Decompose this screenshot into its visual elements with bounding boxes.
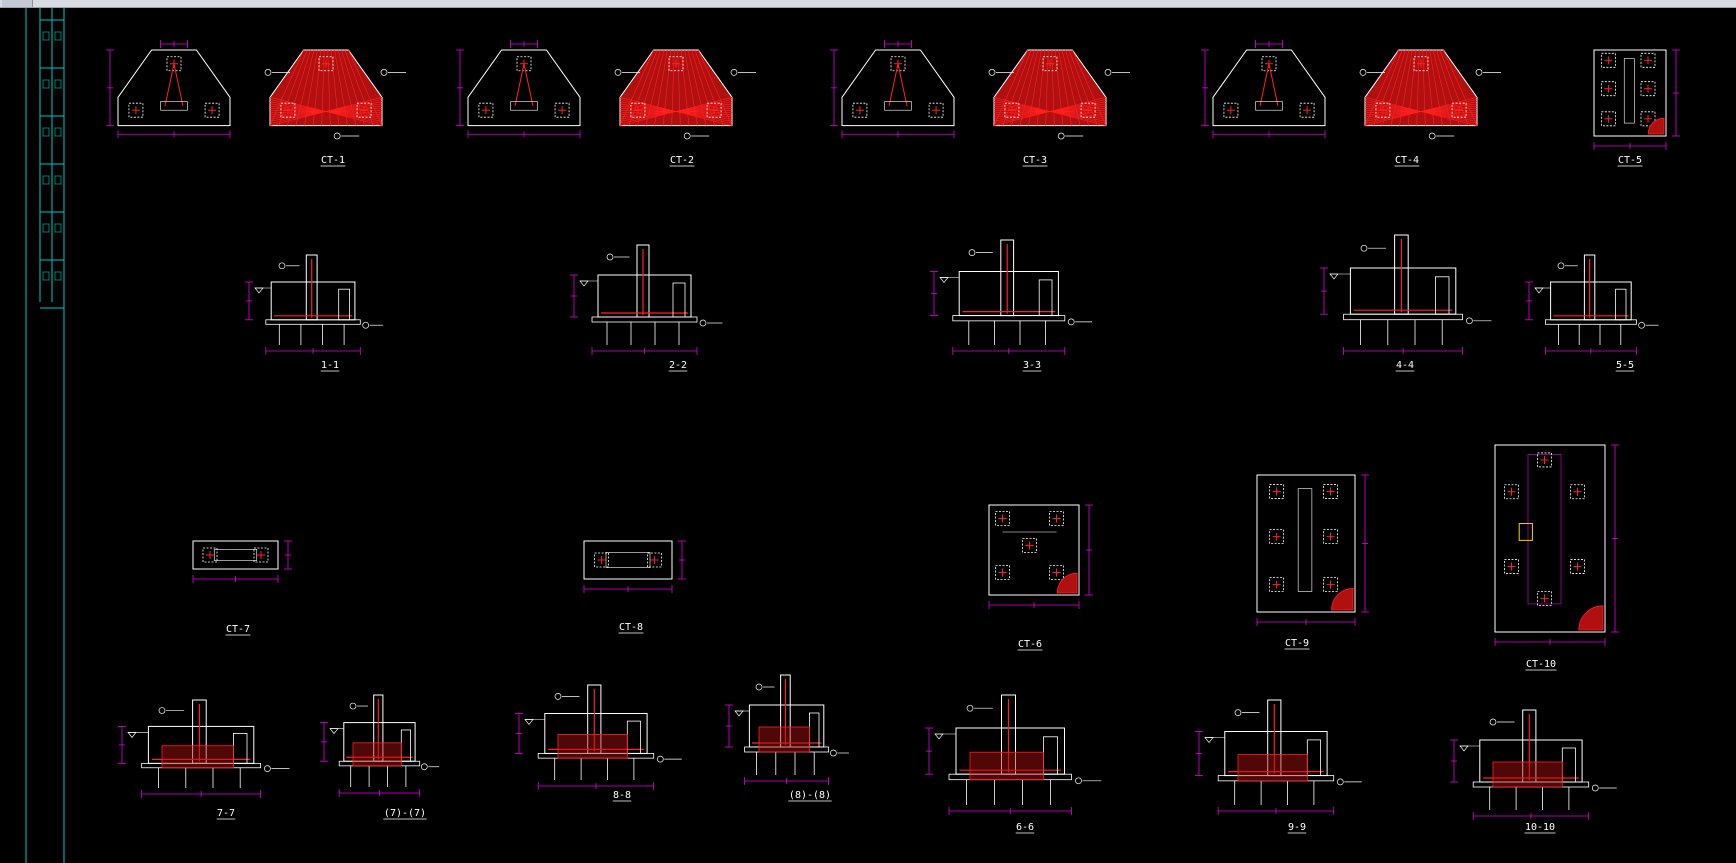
- view-label: CT-2: [670, 155, 694, 166]
- view-label: (7)-(7): [384, 808, 426, 819]
- title-block-cell: [42, 175, 50, 185]
- title-block-cell: [42, 79, 50, 89]
- selected-element-highlight: [1518, 523, 1533, 541]
- top-toolbar-strip: [0, 0, 1736, 8]
- corner-hatch: [1578, 605, 1604, 631]
- view-label: CT-9: [1285, 638, 1309, 649]
- title-block-cell: [42, 271, 50, 281]
- plan-view-ct-9[interactable]: [1256, 474, 1369, 626]
- plan-view-ct-3[interactable]: [830, 40, 1130, 140]
- view-label: 2-2: [669, 360, 687, 371]
- plan-view-ct-1[interactable]: [106, 40, 406, 140]
- section-2-2[interactable]: [570, 244, 723, 355]
- left-title-block: [25, 8, 65, 863]
- view-label: (8)-(8): [789, 790, 831, 801]
- view-label: CT-5: [1618, 155, 1642, 166]
- section-1-1[interactable]: [245, 254, 384, 355]
- view-label: CT-3: [1023, 155, 1047, 166]
- view-label: 6-6: [1016, 822, 1034, 833]
- corner-hatch: [1056, 572, 1078, 594]
- view-label: 3-3: [1023, 360, 1041, 371]
- section-7-7[interactable]: [320, 694, 440, 797]
- plan-view-ct-2[interactable]: [456, 40, 756, 140]
- section-3-3[interactable]: [930, 239, 1092, 355]
- section-5-5[interactable]: [1525, 254, 1659, 355]
- view-label: 8-8: [613, 790, 631, 801]
- view-label: 7-7: [217, 808, 235, 819]
- section-6-6[interactable]: [925, 694, 1102, 815]
- corner-hatch: [1647, 117, 1665, 135]
- plan-view-ct-10[interactable]: [1494, 444, 1619, 646]
- view-label: 1-1: [321, 360, 339, 371]
- view-label: CT-10: [1526, 659, 1556, 670]
- section-8-8[interactable]: [725, 674, 849, 785]
- corner-hatch: [1331, 588, 1354, 611]
- toolbar-grip[interactable]: [2, 0, 33, 7]
- view-label: CT-7: [226, 624, 250, 635]
- view-label: CT-6: [1018, 639, 1042, 650]
- title-block-cell: [42, 223, 50, 233]
- view-label: 5-5: [1616, 360, 1634, 371]
- plan-view-ct-7[interactable]: [192, 540, 292, 583]
- section-8-8[interactable]: [515, 684, 682, 790]
- view-label: CT-4: [1395, 155, 1419, 166]
- section-4-4[interactable]: [1320, 234, 1492, 355]
- title-block-cell: [42, 31, 50, 41]
- section-7-7[interactable]: [118, 699, 290, 798]
- view-label: CT-8: [619, 622, 643, 633]
- plan-view-ct-8[interactable]: [583, 540, 686, 593]
- view-label: 9-9: [1288, 822, 1306, 833]
- section-9-9[interactable]: [1195, 699, 1362, 815]
- view-label: CT-1: [321, 155, 345, 166]
- plan-view-ct-5[interactable]: [1593, 49, 1680, 150]
- view-label: 4-4: [1396, 360, 1414, 371]
- plan-view-ct-6[interactable]: [988, 504, 1093, 609]
- view-label: 10-10: [1525, 822, 1555, 833]
- section-10-10[interactable]: [1450, 709, 1617, 820]
- plan-view-ct-4[interactable]: [1201, 40, 1501, 140]
- title-block-cell: [42, 127, 50, 137]
